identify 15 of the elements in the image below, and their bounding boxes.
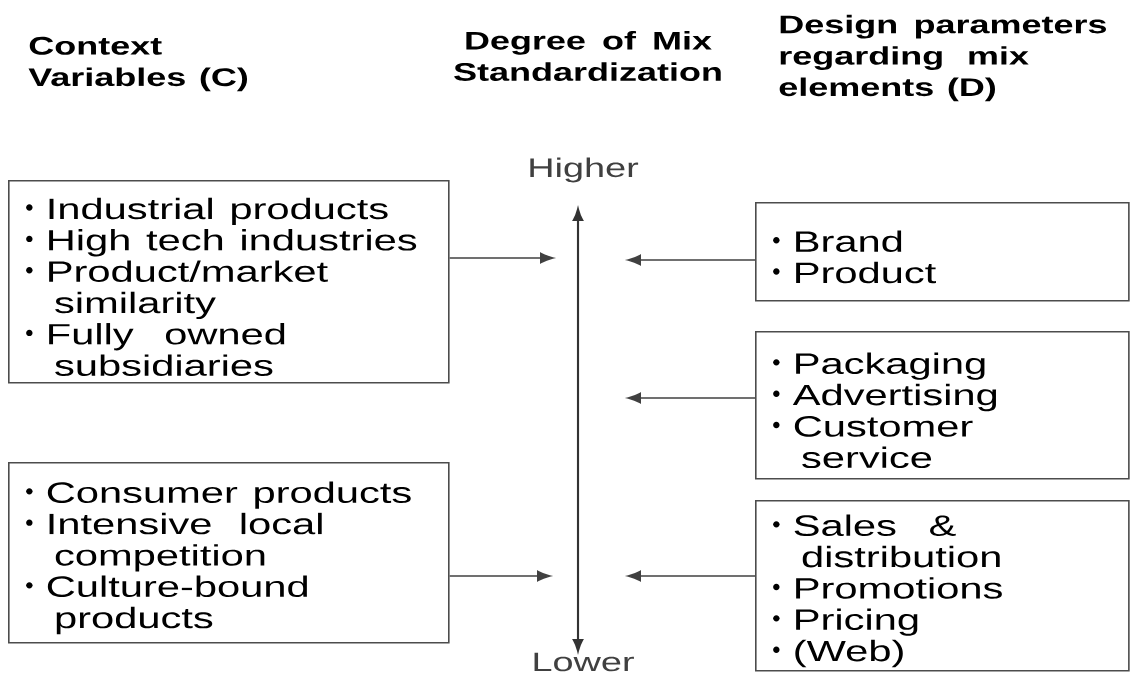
arrow bbox=[627, 254, 756, 266]
arrow bbox=[627, 570, 756, 582]
column-heading: Design parameters regarding mix elements (D) bbox=[779, 14, 1106, 102]
arrow bbox=[627, 392, 756, 404]
list-box: Packaging Advertising Customer service bbox=[755, 331, 1130, 480]
column-heading: Context Variables (C) bbox=[28, 36, 248, 92]
list-box: Consumer products Intensive local competition Culture-bound products bbox=[8, 462, 450, 644]
scale-label: Lower bbox=[534, 652, 634, 672]
scale-label: Higher bbox=[530, 157, 639, 183]
list-box: Brand Product bbox=[755, 202, 1130, 302]
arrow bbox=[448, 252, 554, 264]
list-box: Industrial products High tech industries Product/market similarity Fully owned subsidiaries bbox=[8, 180, 450, 384]
column-heading: Degree of Mix Standardization bbox=[454, 31, 721, 81]
list-box: Sales & distribution Promotions Pricing (Web) bbox=[755, 500, 1130, 672]
arrow bbox=[448, 570, 551, 582]
